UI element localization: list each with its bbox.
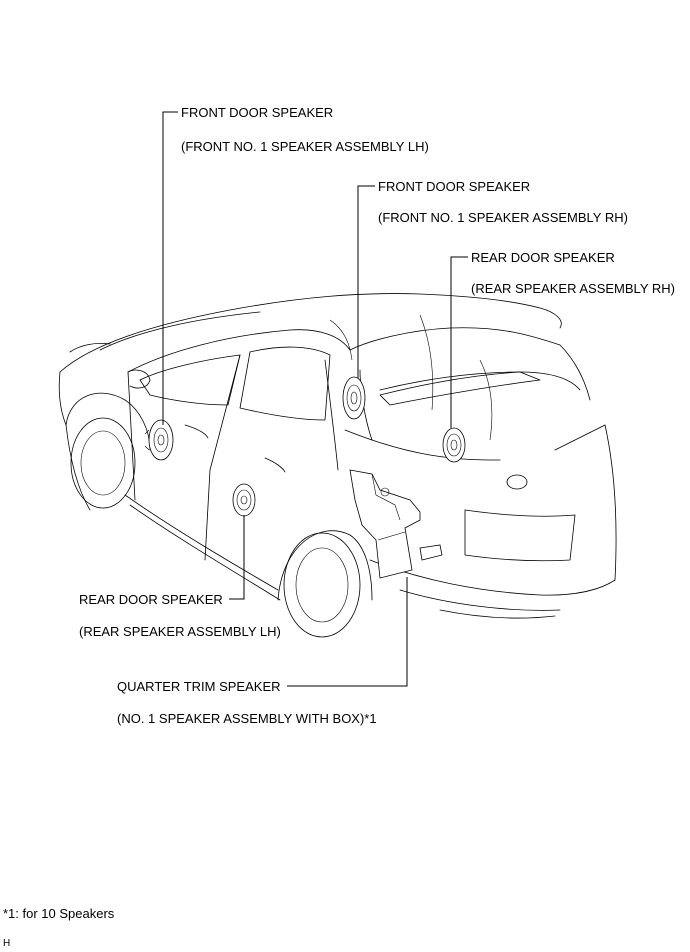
rear-rh-speaker-icon (442, 427, 466, 463)
car-illustration (58, 293, 617, 638)
quarter-trim-speaker-title: QUARTER TRIM SPEAKER (117, 679, 281, 694)
front-rh-speaker-icon (342, 376, 366, 420)
leader-lines (162, 111, 468, 687)
quarter-trim-speaker-box-icon (349, 469, 443, 579)
footnote: *1: for 10 Speakers (3, 906, 115, 921)
front-lh-speaker-part: (FRONT NO. 1 SPEAKER ASSEMBLY LH) (181, 139, 429, 154)
front-rh-speaker-part: (FRONT NO. 1 SPEAKER ASSEMBLY RH) (378, 210, 628, 225)
rear-lh-speaker-icon (232, 483, 256, 517)
rear-rh-speaker-title: REAR DOOR SPEAKER (471, 250, 615, 265)
front-rh-speaker-title: FRONT DOOR SPEAKER (378, 179, 531, 194)
front-lh-speaker-icon (144, 419, 174, 461)
front-lh-speaker-title: FRONT DOOR SPEAKER (181, 105, 334, 120)
rear-lh-speaker-title: REAR DOOR SPEAKER (79, 592, 223, 607)
quarter-trim-speaker-part: (NO. 1 SPEAKER ASSEMBLY WITH BOX)*1 (117, 711, 377, 726)
corner-mark: H (3, 938, 11, 949)
rear-rh-speaker-part: (REAR SPEAKER ASSEMBLY RH) (471, 281, 675, 296)
rear-lh-speaker-part: (REAR SPEAKER ASSEMBLY LH) (79, 624, 281, 639)
